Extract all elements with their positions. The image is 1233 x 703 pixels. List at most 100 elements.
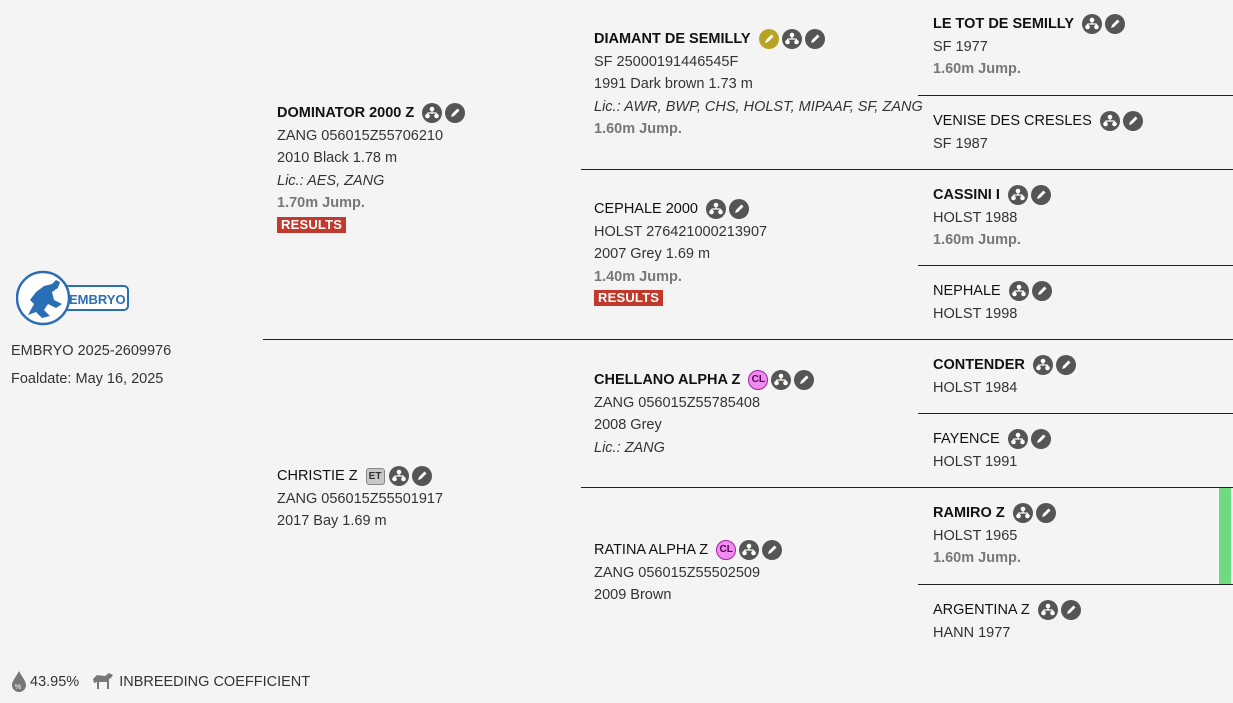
horse-card-sd: CEPHALE 2000 HOLST 276421000213907 2007 … xyxy=(594,198,767,306)
horse-card-dam: CHRISTIE Z ET ZANG 056015Z55501917 2017 … xyxy=(277,465,443,533)
pedigree-icon[interactable] xyxy=(422,103,443,124)
horse-card-dd: RATINA ALPHA Z CL ZANG 056015Z55502509 2… xyxy=(594,539,785,607)
horse-licences: Lic.: AWR, BWP, CHS, HOLST, MIPAAF, SF, … xyxy=(594,98,923,115)
horse-name[interactable]: VENISE DES CRESLES xyxy=(933,113,1092,129)
horse-card-dds: RAMIRO Z HOLST 1965 1.60m Jump. xyxy=(933,502,1059,570)
edit-icon[interactable] xyxy=(1105,14,1125,35)
horse-card-sire: DOMINATOR 2000 Z ZANG 056015Z55706210 20… xyxy=(277,102,468,233)
pedigree-icon[interactable] xyxy=(1012,503,1033,524)
edit-icon[interactable] xyxy=(1060,600,1081,621)
pedigree-icon[interactable] xyxy=(1099,111,1120,132)
separator-gen1 xyxy=(263,339,1233,340)
horse-description: 2008 Grey xyxy=(594,417,662,433)
horse-card-ds: CHELLANO ALPHA Z CL ZANG 056015Z55785408… xyxy=(594,369,817,459)
edit-icon[interactable] xyxy=(804,29,825,50)
horse-registration: ZANG 056015Z55501917 xyxy=(277,490,444,507)
results-button[interactable]: RESULTS xyxy=(277,216,347,233)
horse-description: 1991 Dark brown 1.73 m xyxy=(594,76,753,92)
horse-name[interactable]: CHRISTIE Z xyxy=(277,468,358,484)
horse-description: 2009 Brown xyxy=(594,587,672,603)
pedigree-icon[interactable] xyxy=(1037,600,1058,621)
pedigree-icon[interactable] xyxy=(739,540,760,561)
separator-gen2-top xyxy=(581,169,1233,170)
cl-badge: CL xyxy=(748,370,769,391)
horse-name[interactable]: RAMIRO Z xyxy=(933,505,1005,521)
separator-gen3-1 xyxy=(918,95,1233,96)
horse-registration: HOLST 1991 xyxy=(933,453,1018,470)
pedigree-icon[interactable] xyxy=(781,29,802,50)
horse-registration: SF 1977 xyxy=(933,38,988,55)
horse-name[interactable]: ARGENTINA Z xyxy=(933,602,1030,618)
horse-card-ss: DIAMANT DE SEMILLY SF 25000191446545F 19… xyxy=(594,28,923,141)
horse-licences: Lic.: AES, ZANG xyxy=(277,172,385,189)
horse-performance: 1.60m Jump. xyxy=(933,232,1021,248)
edit-icon[interactable] xyxy=(1030,429,1051,450)
horse-registration: SF 25000191446545F xyxy=(594,53,739,70)
separator-gen3-3 xyxy=(918,265,1233,266)
pedigree-icon[interactable] xyxy=(1008,281,1029,302)
edit-icon[interactable] xyxy=(1030,185,1051,206)
horse-registration: HOLST 1984 xyxy=(933,379,1018,396)
horse-registration: HANN 1977 xyxy=(933,624,1011,641)
horse-name[interactable]: RATINA ALPHA Z xyxy=(594,542,709,558)
horse-registration: HOLST 276421000213907 xyxy=(594,223,768,240)
horse-name[interactable]: LE TOT DE SEMILLY xyxy=(933,16,1074,32)
edit-icon[interactable] xyxy=(1031,281,1052,302)
edit-icon[interactable] xyxy=(1055,355,1076,376)
edit-icon[interactable] xyxy=(1035,503,1056,524)
subject-foaldate: Foaldate: May 16, 2025 xyxy=(11,371,164,387)
horse-name[interactable]: DOMINATOR 2000 Z xyxy=(277,105,415,121)
pedigree-icon[interactable] xyxy=(1082,14,1102,35)
horse-name[interactable]: CEPHALE 2000 xyxy=(594,201,698,217)
horse-name[interactable]: CASSINI I xyxy=(933,187,1000,203)
horse-registration: HOLST 1965 xyxy=(933,527,1018,544)
horse-name[interactable]: DIAMANT DE SEMILLY xyxy=(594,31,751,47)
horse-performance: 1.60m Jump. xyxy=(933,61,1021,77)
svg-text:EMBRYO: EMBRYO xyxy=(69,292,126,307)
horse-registration: HOLST 1998 xyxy=(933,305,1018,322)
pedigree-icon[interactable] xyxy=(388,466,409,487)
separator-gen3-5 xyxy=(918,413,1233,414)
horse-registration: ZANG 056015Z55502509 xyxy=(594,564,761,581)
edit-icon[interactable] xyxy=(762,540,783,561)
horse-card-sdd: NEPHALE HOLST 1998 xyxy=(933,280,1055,325)
pedigree-icon[interactable] xyxy=(771,370,792,391)
percentage-value: 43.95% xyxy=(30,674,80,691)
cl-badge: CL xyxy=(716,540,737,561)
search-icon[interactable] xyxy=(758,29,779,50)
edit-icon[interactable] xyxy=(1122,111,1143,132)
subject-id: EMBRYO 2025-2609976 xyxy=(11,343,172,359)
pedigree-icon[interactable] xyxy=(1007,185,1028,206)
separator-gen2-bottom xyxy=(581,487,1233,488)
inbreeding-label: INBREEDING COEFFICIENT xyxy=(119,674,311,691)
horse-description: 2007 Grey 1.69 m xyxy=(594,246,711,262)
horse-registration: ZANG 056015Z55785408 xyxy=(594,394,761,411)
horse-description: 2010 Black 1.78 m xyxy=(277,150,398,166)
horse-performance: 1.40m Jump. xyxy=(594,268,682,285)
horse-name[interactable]: CONTENDER xyxy=(933,357,1025,373)
horse-performance: 1.60m Jump. xyxy=(594,121,682,137)
horse-registration: HOLST 1988 xyxy=(933,209,1018,226)
horse-name[interactable]: CHELLANO ALPHA Z xyxy=(594,372,741,388)
horse-name[interactable]: NEPHALE xyxy=(933,283,1001,299)
horse-card-sss: LE TOT DE SEMILLY SF 1977 1.60m Jump. xyxy=(933,13,1128,81)
edit-icon[interactable] xyxy=(411,466,432,487)
embryo-logo: EMBRYO xyxy=(15,270,130,331)
horse-registration: SF 1987 xyxy=(933,135,988,152)
pedigree-icon[interactable] xyxy=(705,199,726,220)
edit-icon[interactable] xyxy=(728,199,749,220)
pedigree-icon[interactable] xyxy=(1007,429,1028,450)
edit-icon[interactable] xyxy=(794,370,815,391)
horse-card-dss: CONTENDER HOLST 1984 xyxy=(933,354,1079,399)
horse-name[interactable]: FAYENCE xyxy=(933,431,1000,447)
inbreeding-footer: % 43.95% INBREEDING COEFFICIENT xyxy=(10,670,310,695)
horse-registration: ZANG 056015Z55706210 xyxy=(277,127,444,144)
edit-icon[interactable] xyxy=(445,103,466,124)
separator-gen3-7 xyxy=(918,584,1233,585)
results-button[interactable]: RESULTS xyxy=(594,290,664,306)
pedigree-icon[interactable] xyxy=(1032,355,1053,376)
horse-card-dsd: FAYENCE HOLST 1991 xyxy=(933,428,1054,473)
horse-card-ddd: ARGENTINA Z HANN 1977 xyxy=(933,599,1084,644)
et-badge: ET xyxy=(365,467,385,485)
horse-performance: 1.70m Jump. xyxy=(277,195,365,211)
